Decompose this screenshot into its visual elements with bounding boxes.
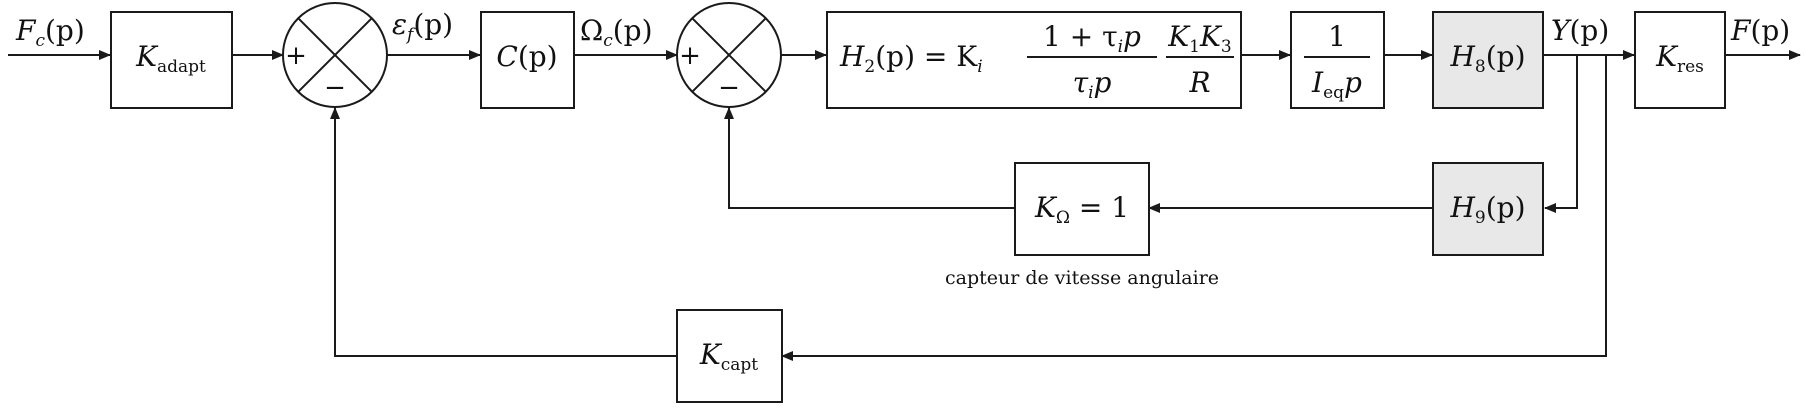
- sum2-plus-sign: +: [679, 41, 701, 71]
- summing-junction-2: + −: [676, 2, 782, 108]
- summing-junction-1: + −: [282, 2, 388, 108]
- signal-y: Y(p): [1551, 14, 1609, 47]
- caption-speed-sensor: capteur de vitesse angulaire: [945, 267, 1219, 289]
- svg-text:Kadapt: Kadapt: [135, 40, 206, 77]
- sum1-plus-sign: +: [285, 41, 307, 71]
- svg-text:KΩ = 1: KΩ = 1: [1034, 191, 1129, 228]
- wire-komega-sum2: [724, 107, 1015, 209]
- signal-epsilon-f: εf(p): [392, 8, 453, 45]
- signal-omega-c: Ωc(p): [580, 14, 653, 51]
- svg-text:Kcapt: Kcapt: [699, 338, 758, 375]
- svg-text:1: 1: [1328, 20, 1346, 53]
- svg-text:H8(p): H8(p): [1449, 40, 1525, 77]
- wire-kcapt-sum1: [330, 107, 677, 357]
- wire-to-kcapt: [781, 55, 1607, 361]
- svg-text:Kres: Kres: [1655, 40, 1704, 77]
- svg-text:1 + τip: 1 + τip: [1043, 20, 1141, 57]
- block-integrator: 1 Ieqp: [1290, 11, 1385, 109]
- signal-fc: Fc(p): [15, 14, 85, 51]
- svg-text:τip: τip: [1073, 66, 1112, 103]
- svg-text:H9(p): H9(p): [1449, 191, 1525, 228]
- wire-to-h9: [1544, 55, 1578, 213]
- sum1-minus-sign: −: [324, 73, 346, 103]
- svg-text:Ieqp: Ieqp: [1311, 66, 1362, 103]
- svg-text:K1K3: K1K3: [1167, 20, 1232, 57]
- block-h8: H8(p): [1432, 11, 1544, 109]
- svg-text:H2(p) = Ki: H2(p) = Ki: [839, 40, 983, 77]
- block-k-res: Kres: [1634, 11, 1726, 109]
- sum2-minus-sign: −: [718, 73, 740, 103]
- block-k-capt: Kcapt: [676, 309, 783, 403]
- svg-text:C(p): C(p): [496, 40, 557, 73]
- block-c: C(p): [480, 11, 575, 109]
- wires: [8, 50, 1801, 361]
- block-k-adapt: Kadapt: [110, 11, 233, 109]
- signal-f: F(p): [1730, 14, 1790, 47]
- block-k-omega: KΩ = 1: [1014, 162, 1150, 256]
- block-h9: H9(p): [1432, 162, 1544, 256]
- block-h2: H2(p) = Ki 1 + τip τip K1K3 R: [826, 11, 1242, 109]
- svg-text:R: R: [1188, 66, 1210, 99]
